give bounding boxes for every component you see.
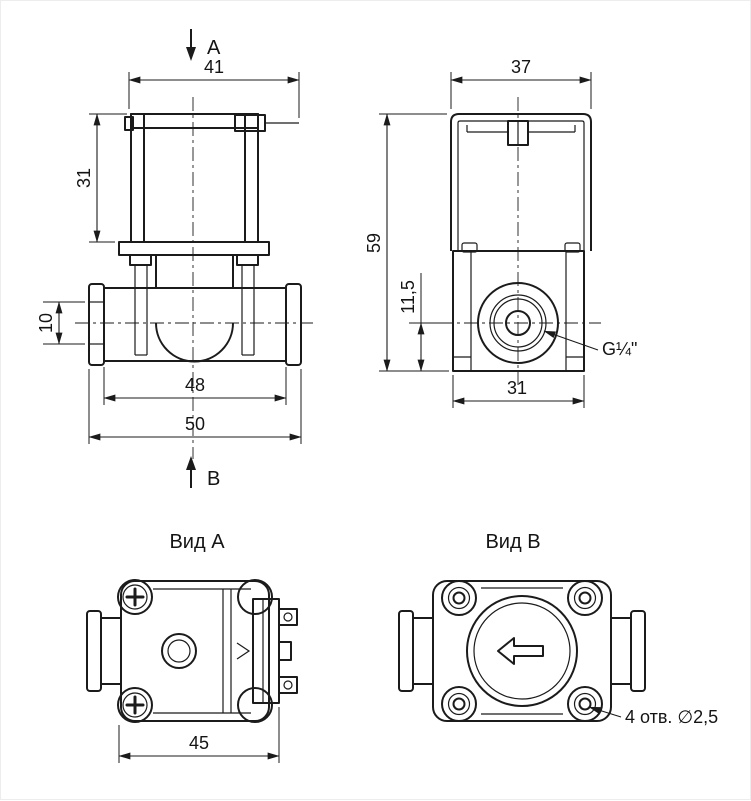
dim-total-width: 50: [88, 369, 302, 444]
holes-label: 4 отв. ∅2,5: [625, 707, 718, 727]
lug-top-right: [567, 580, 603, 616]
side-bottom-width-dim-label: 31: [507, 378, 527, 398]
side-total-height-dim-label: 59: [364, 233, 384, 253]
side-centerlines: [439, 97, 601, 385]
port-hole-circle: [505, 310, 531, 336]
lug-bottom-left: [441, 686, 477, 722]
view-a-width-dim-label: 45: [189, 733, 209, 753]
body-width-dim-label: 48: [185, 375, 205, 395]
mount-hole: [578, 697, 592, 711]
view-b-title: Вид B: [485, 531, 540, 553]
holes-callout: 4 отв. ∅2,5: [588, 706, 718, 727]
port-bore-dim-label: 10: [36, 313, 56, 333]
section-b-label: B: [207, 468, 220, 490]
thread-callout: G¼": [543, 330, 637, 359]
view-a: Вид A: [86, 531, 298, 763]
ear-top-left: [117, 579, 153, 615]
thread-inner-circle: [493, 298, 543, 348]
body-bottom-arc: [155, 322, 234, 363]
screw-bottom-head: [122, 692, 148, 718]
ear-bottom-left: [117, 687, 153, 723]
spade-terminal-top: [278, 608, 298, 626]
view-b-body: [432, 580, 612, 722]
dim-side-total-height: 59: [364, 113, 449, 372]
dim-coil-height: 31: [74, 113, 127, 243]
dim-port-bore: 10: [36, 301, 85, 345]
view-a-port-cap: [86, 610, 102, 692]
view-a-drawing: [86, 579, 298, 723]
mount-hole: [452, 697, 466, 711]
section-a-arrowhead: [186, 47, 196, 61]
dim-side-top-width: 37: [450, 57, 592, 109]
view-a-body: [120, 580, 270, 722]
view-b-drawing: [398, 580, 646, 722]
latch-detail: [236, 642, 251, 660]
view-b-right-port-tube: [610, 617, 632, 685]
front-view: A 41 31 10 48: [36, 29, 313, 490]
dim-view-a-width: 45: [118, 707, 280, 763]
section-b-arrowhead: [186, 456, 196, 470]
view-b-right-port-cap: [630, 610, 646, 692]
coil-height-dim-label: 31: [74, 168, 94, 188]
dim-port-axis-height: 11,5: [398, 273, 447, 372]
ear-top-right: [237, 579, 273, 615]
front-body: [88, 255, 302, 366]
left-port-cap: [88, 283, 105, 366]
dim-side-bottom-width: 31: [452, 375, 585, 408]
left-nut: [129, 254, 152, 266]
lug-bottom-right: [567, 686, 603, 722]
side-body: [452, 250, 585, 372]
right-port-cap: [285, 283, 302, 366]
view-a-title: Вид A: [169, 531, 225, 553]
side-view: 37 59 11,5 G¼" 31: [364, 57, 637, 408]
right-nut: [236, 254, 259, 266]
view-b-left-port-cap: [398, 610, 414, 692]
lug-top-left: [441, 580, 477, 616]
mount-hole: [578, 591, 592, 605]
spade-terminal-bottom: [278, 676, 298, 694]
ear-bottom-right: [237, 687, 273, 723]
section-arrow-b: B: [186, 456, 220, 490]
port-boss-circle: [477, 282, 559, 364]
connector-middle-tab: [278, 641, 292, 661]
diaphragm-cover-circle: [466, 595, 578, 707]
dim-body-width: 48: [103, 367, 287, 405]
view-b: Вид B 4 отв. ∅2,: [398, 531, 718, 727]
side-bracket: [450, 113, 592, 253]
thread-outer-circle: [489, 294, 547, 352]
flow-direction-arrow-icon: [497, 637, 544, 665]
dim-coil-width: 41: [128, 57, 300, 118]
view-a-port-tube: [100, 617, 122, 685]
section-arrow-a: A: [186, 29, 221, 61]
total-width-dim-label: 50: [185, 414, 205, 434]
thread-label: G¼": [602, 339, 637, 359]
front-flange: [118, 241, 270, 356]
front-coil: [124, 113, 299, 243]
port-axis-dim-label: 11,5: [398, 280, 418, 314]
section-a-label: A: [207, 37, 221, 59]
view-b-left-port-tube: [412, 617, 434, 685]
coil-width-dim-label: 41: [204, 57, 224, 77]
front-centerlines: [75, 97, 313, 459]
screw-top-head: [122, 584, 148, 610]
side-top-width-dim-label: 37: [511, 57, 531, 77]
mount-hole: [452, 591, 466, 605]
view-a-center-ring: [161, 633, 197, 669]
